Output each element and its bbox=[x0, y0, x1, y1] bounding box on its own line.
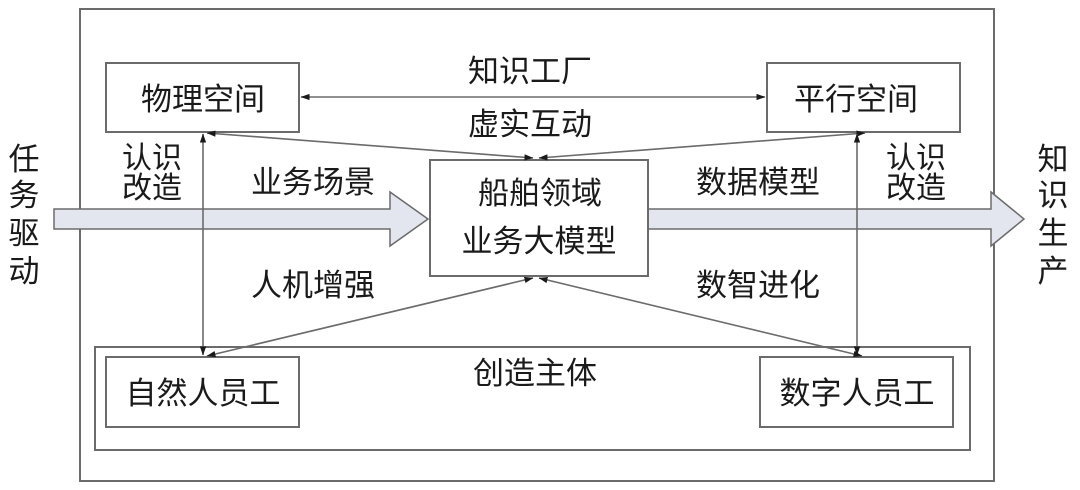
digital-to-core-edge bbox=[538, 276, 863, 358]
knowledge-factory-label: 知识工厂 bbox=[468, 54, 592, 90]
creation-subject-label: 创造主体 bbox=[473, 356, 597, 392]
cognition-left-line2: 改造 bbox=[122, 171, 182, 206]
business-scenario-label: 业务场景 bbox=[251, 165, 375, 201]
virtual-real-interaction-label: 虚实互动 bbox=[468, 107, 592, 143]
input-arrow bbox=[53, 190, 430, 248]
cognition-left-line1: 认识 bbox=[122, 141, 182, 176]
output-label: 知 识 生 产 bbox=[1038, 142, 1069, 290]
output-char: 产 bbox=[1038, 254, 1069, 290]
core-model-box bbox=[429, 159, 649, 277]
natural-employee-label: 自然人员工 bbox=[126, 376, 281, 412]
digital-intelligence-evolution-label: 数智进化 bbox=[696, 268, 820, 304]
output-arrow bbox=[644, 190, 1026, 248]
input-char: 任 bbox=[9, 142, 40, 178]
input-label: 任 务 驱 动 bbox=[9, 142, 40, 290]
human-machine-enhancement-label: 人机增强 bbox=[251, 268, 375, 304]
physical-space-label: 物理空间 bbox=[141, 82, 265, 118]
core-model-label-line1: 船舶领域 bbox=[478, 176, 602, 212]
parallel-to-core-edge bbox=[538, 130, 866, 161]
output-char: 识 bbox=[1038, 178, 1069, 214]
input-char: 动 bbox=[9, 254, 40, 290]
output-char: 知 bbox=[1038, 142, 1069, 178]
output-char: 生 bbox=[1038, 216, 1069, 252]
cognition-right-line1: 认识 bbox=[886, 141, 946, 176]
cognition-right-line2: 改造 bbox=[886, 171, 946, 206]
natural-to-core-edge bbox=[206, 276, 534, 358]
input-char: 务 bbox=[9, 178, 40, 214]
core-model-label-line2: 业务大模型 bbox=[462, 224, 617, 260]
natural-employee-box bbox=[105, 356, 300, 428]
data-model-label: 数据模型 bbox=[696, 165, 820, 201]
physical-space-box bbox=[105, 62, 300, 133]
digital-employee-box bbox=[759, 356, 954, 428]
input-char: 驱 bbox=[9, 216, 40, 252]
outer-frame bbox=[79, 8, 995, 482]
physical-to-core-edge bbox=[206, 130, 534, 161]
digital-employee-label: 数字人员工 bbox=[780, 376, 935, 412]
parallel-space-label: 平行空间 bbox=[794, 82, 918, 118]
